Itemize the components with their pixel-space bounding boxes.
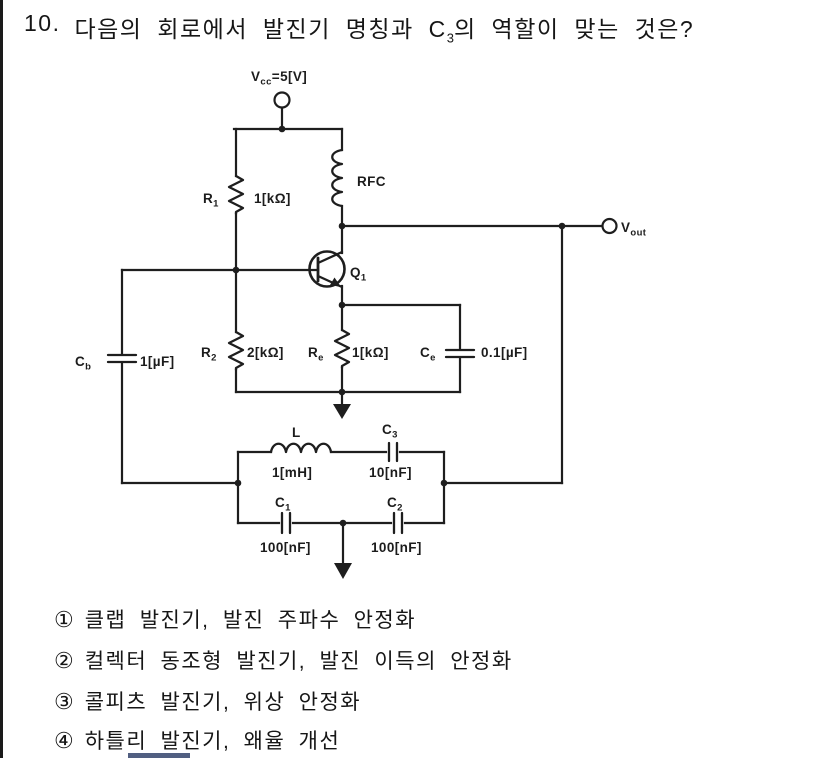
answer-option-1: ① 클랩 발진기, 발진 주파수 안정화 [54,604,416,634]
l-value: 1[mH] [272,465,312,480]
option-number: ③ [54,689,74,714]
vout-terminal [601,217,618,235]
question-text: 다음의 회로에서 발진기 명칭과 C3의 역할이 맞는 것은? [74,10,694,46]
question-subscript: 3 [446,30,454,46]
option-text: 하틀리 발진기, 왜율 개선 [84,730,341,753]
r1-label: R1 [203,191,219,210]
c1-value: 100[nF] [260,540,311,555]
r2-label: R2 [201,345,217,364]
re-label: Re [308,345,324,364]
emitter-arrow [330,277,341,287]
option-text: 컬렉터 동조형 발진기, 발진 이득의 안정화 [84,650,513,673]
inductor-l [269,442,333,454]
wires [120,106,604,525]
vcc-terminal [273,91,291,109]
question-number: 10. [24,10,61,36]
resistor-r1 [227,174,245,216]
vout-label: Vout [621,220,647,239]
capacitor-c1 [280,511,292,535]
question-text-part: 의 역할이 맞는 것은? [453,16,695,42]
resistor-r2 [227,330,245,372]
vcc-label: Vcc=5[V] [251,69,307,88]
scan-artifact [128,753,190,758]
answer-option-4: ④ 하틀리 발진기, 왜율 개선 [54,725,340,755]
answer-option-3: ③ 콜피츠 발진기, 위상 안정화 [54,686,361,716]
ce-label: Ce [420,345,436,364]
capacitor-cb [106,353,138,364]
re-value: 1[kΩ] [352,345,389,360]
r2-value: 2[kΩ] [247,345,284,360]
cb-label: Cb [75,354,91,373]
c3-value: 10[nF] [369,465,412,480]
resistor-re [333,328,351,370]
capacitor-c3 [387,441,399,463]
answer-option-2: ② 컬렉터 동조형 발진기, 발진 이득의 안정화 [54,645,513,675]
ground-tank [334,521,352,579]
question: 10. 다음의 회로에서 발진기 명칭과 C3의 역할이 맞는 것은? [24,10,694,46]
transistor-q1 [308,250,346,289]
ce-value: 0.1[µF] [481,345,528,360]
option-number: ① [54,607,74,632]
option-number: ② [54,648,74,673]
c3-label: C3 [382,422,398,441]
ground-bias [333,390,351,419]
rfc-label: RFC [357,174,386,189]
page-left-border [0,0,3,758]
option-text: 콜피츠 발진기, 위상 안정화 [84,691,362,714]
capacitor-ce [444,348,476,359]
c2-label: C2 [387,495,403,514]
option-number: ④ [54,728,74,753]
c1-label: C1 [275,495,291,514]
capacitor-c2 [392,511,404,535]
question-text-part: 다음의 회로에서 발진기 명칭과 C [74,16,447,42]
junction-dots [232,125,566,527]
q1-label: Q1 [350,265,367,284]
l-label: L [292,425,301,440]
option-text: 클랩 발진기, 발진 주파수 안정화 [84,609,417,632]
cb-value: 1[µF] [140,354,175,369]
inductor-rfc [331,148,344,208]
c2-value: 100[nF] [371,540,422,555]
r1-value: 1[kΩ] [254,191,291,206]
